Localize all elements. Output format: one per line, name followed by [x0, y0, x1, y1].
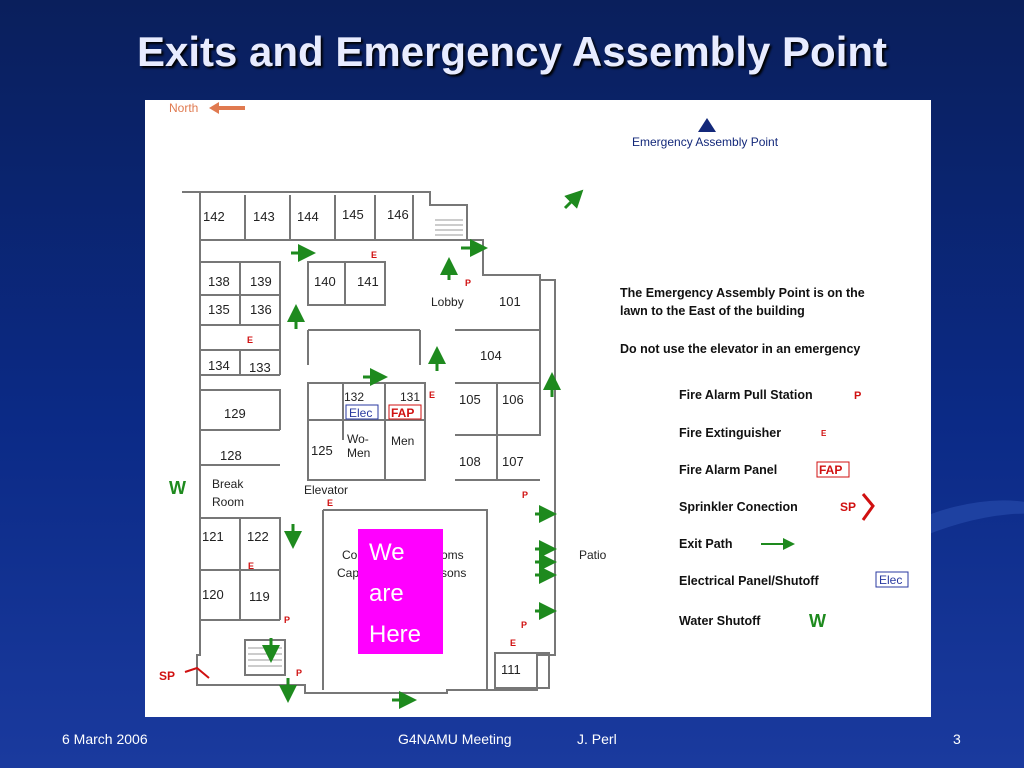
plan-water-shutoff: W — [169, 478, 186, 498]
room-120: 120 — [202, 587, 224, 602]
legend-electrical: Electrical Panel/Shutoff — [679, 574, 819, 588]
legend-p-symbol: P — [854, 390, 861, 402]
room-143: 143 — [253, 209, 275, 224]
room-132: 132 — [344, 390, 364, 404]
plan-fap-text: FAP — [391, 406, 414, 420]
legend-sprinkler: Sprinkler Conection — [679, 500, 798, 514]
legend-fap-symbol: FAP — [819, 463, 842, 477]
room-121: 121 — [202, 529, 224, 544]
break-room-label-2: Room — [212, 495, 244, 509]
plan-p-marker: P — [521, 620, 527, 630]
plan-e-marker: E — [429, 390, 435, 400]
plan-e-marker: E — [247, 335, 253, 345]
we-are-here-marker: We are Here — [358, 529, 443, 654]
room-101: 101 — [499, 294, 521, 309]
plan-sprinkler-icon — [184, 666, 210, 679]
legend: Fire Alarm Pull Station Fire Extinguishe… — [679, 388, 819, 628]
footer-date: 6 March 2006 — [62, 731, 148, 747]
legend-e-symbol: E — [821, 429, 827, 438]
plan-elec-box — [345, 404, 379, 420]
plan-p-marker: P — [284, 615, 290, 625]
north-arrow-icon — [209, 102, 245, 114]
legend-water: Water Shutoff — [679, 614, 761, 628]
plan-e-marker: E — [327, 498, 333, 508]
legend-extinguisher: Fire Extinguisher — [679, 426, 781, 440]
legend-elec-box — [875, 571, 909, 588]
room-131: 131 — [400, 390, 420, 404]
room-122: 122 — [247, 529, 269, 544]
room-108: 108 — [459, 454, 481, 469]
women-label-2: Men — [347, 446, 370, 460]
room-119: 119 — [249, 589, 270, 604]
lobby-label: Lobby — [431, 295, 464, 309]
plan-elec-text: Elec — [349, 406, 372, 420]
footer-author: J. Perl — [577, 731, 617, 747]
assembly-point-icon — [698, 118, 716, 132]
conference-label-b: Cap — [337, 566, 359, 580]
marker-line-3: Here — [369, 621, 422, 648]
plan-e-marker: E — [510, 638, 516, 648]
room-135: 135 — [208, 302, 230, 317]
exit-arrow-icon — [563, 189, 584, 210]
conference-label-a: Co — [342, 548, 358, 562]
note-assembly-line1: The Emergency Assembly Point is on the — [620, 286, 865, 300]
conference-label-d: sons — [441, 566, 466, 580]
room-138: 138 — [208, 274, 230, 289]
room-128: 128 — [220, 448, 242, 463]
room-139: 139 — [250, 274, 272, 289]
exit-arrows — [262, 189, 584, 709]
legend-w-symbol: W — [809, 611, 826, 631]
building-walls — [182, 191, 556, 694]
plan-p-marker: P — [465, 278, 471, 288]
plan-p-marker: P — [296, 668, 302, 678]
plan-sprinkler-label: SP — [159, 669, 175, 683]
plan-p-marker: P — [522, 490, 528, 500]
men-label: Men — [391, 434, 414, 448]
room-134: 134 — [208, 358, 230, 373]
room-136: 136 — [250, 302, 272, 317]
room-125: 125 — [311, 443, 333, 458]
room-111: 111 — [501, 662, 521, 677]
note-assembly-line2: lawn to the East of the building — [620, 304, 805, 318]
legend-exit-path: Exit Path — [679, 537, 733, 551]
assembly-point-label: Emergency Assembly Point — [632, 135, 779, 149]
room-107: 107 — [502, 454, 524, 469]
plan-e-marker: E — [371, 250, 377, 260]
legend-sprinkler-icon — [861, 493, 875, 521]
room-106: 106 — [502, 392, 524, 407]
floor-plan: North Emergency Assembly Point 14 — [145, 100, 931, 717]
slide-number: 3 — [953, 731, 961, 747]
break-room-label-1: Break — [212, 477, 244, 491]
legend-elec-symbol: Elec — [879, 573, 902, 587]
legend-alarm-panel: Fire Alarm Panel — [679, 463, 777, 477]
marker-line-1: We — [369, 539, 405, 566]
legend-sp-symbol: SP — [840, 500, 856, 514]
floor-plan-svg: North Emergency Assembly Point 14 — [159, 101, 909, 709]
legend-fap-box — [816, 461, 850, 478]
patio-label: Patio — [579, 548, 607, 562]
room-105: 105 — [459, 392, 481, 407]
room-133: 133 — [249, 360, 271, 375]
footer-meeting: G4NAMU Meeting — [398, 731, 512, 747]
room-142: 142 — [203, 209, 225, 224]
plan-e-marker: E — [248, 561, 254, 571]
room-141: 141 — [357, 274, 379, 289]
note-elevator: Do not use the elevator in an emergency — [620, 342, 860, 356]
legend-pull-station: Fire Alarm Pull Station — [679, 388, 813, 402]
room-144: 144 — [297, 209, 319, 224]
plan-fap-box — [388, 404, 422, 420]
room-104: 104 — [480, 348, 502, 363]
elevator-label: Elevator — [304, 483, 348, 497]
slide-title: Exits and Emergency Assembly Point — [136, 28, 888, 75]
marker-line-2: are — [369, 580, 404, 607]
north-label: North — [169, 101, 198, 115]
conference-label-c: oms — [441, 548, 464, 562]
room-129: 129 — [224, 406, 246, 421]
room-146: 146 — [387, 207, 409, 222]
women-label-1: Wo- — [347, 432, 369, 446]
room-140: 140 — [314, 274, 336, 289]
room-145: 145 — [342, 207, 364, 222]
